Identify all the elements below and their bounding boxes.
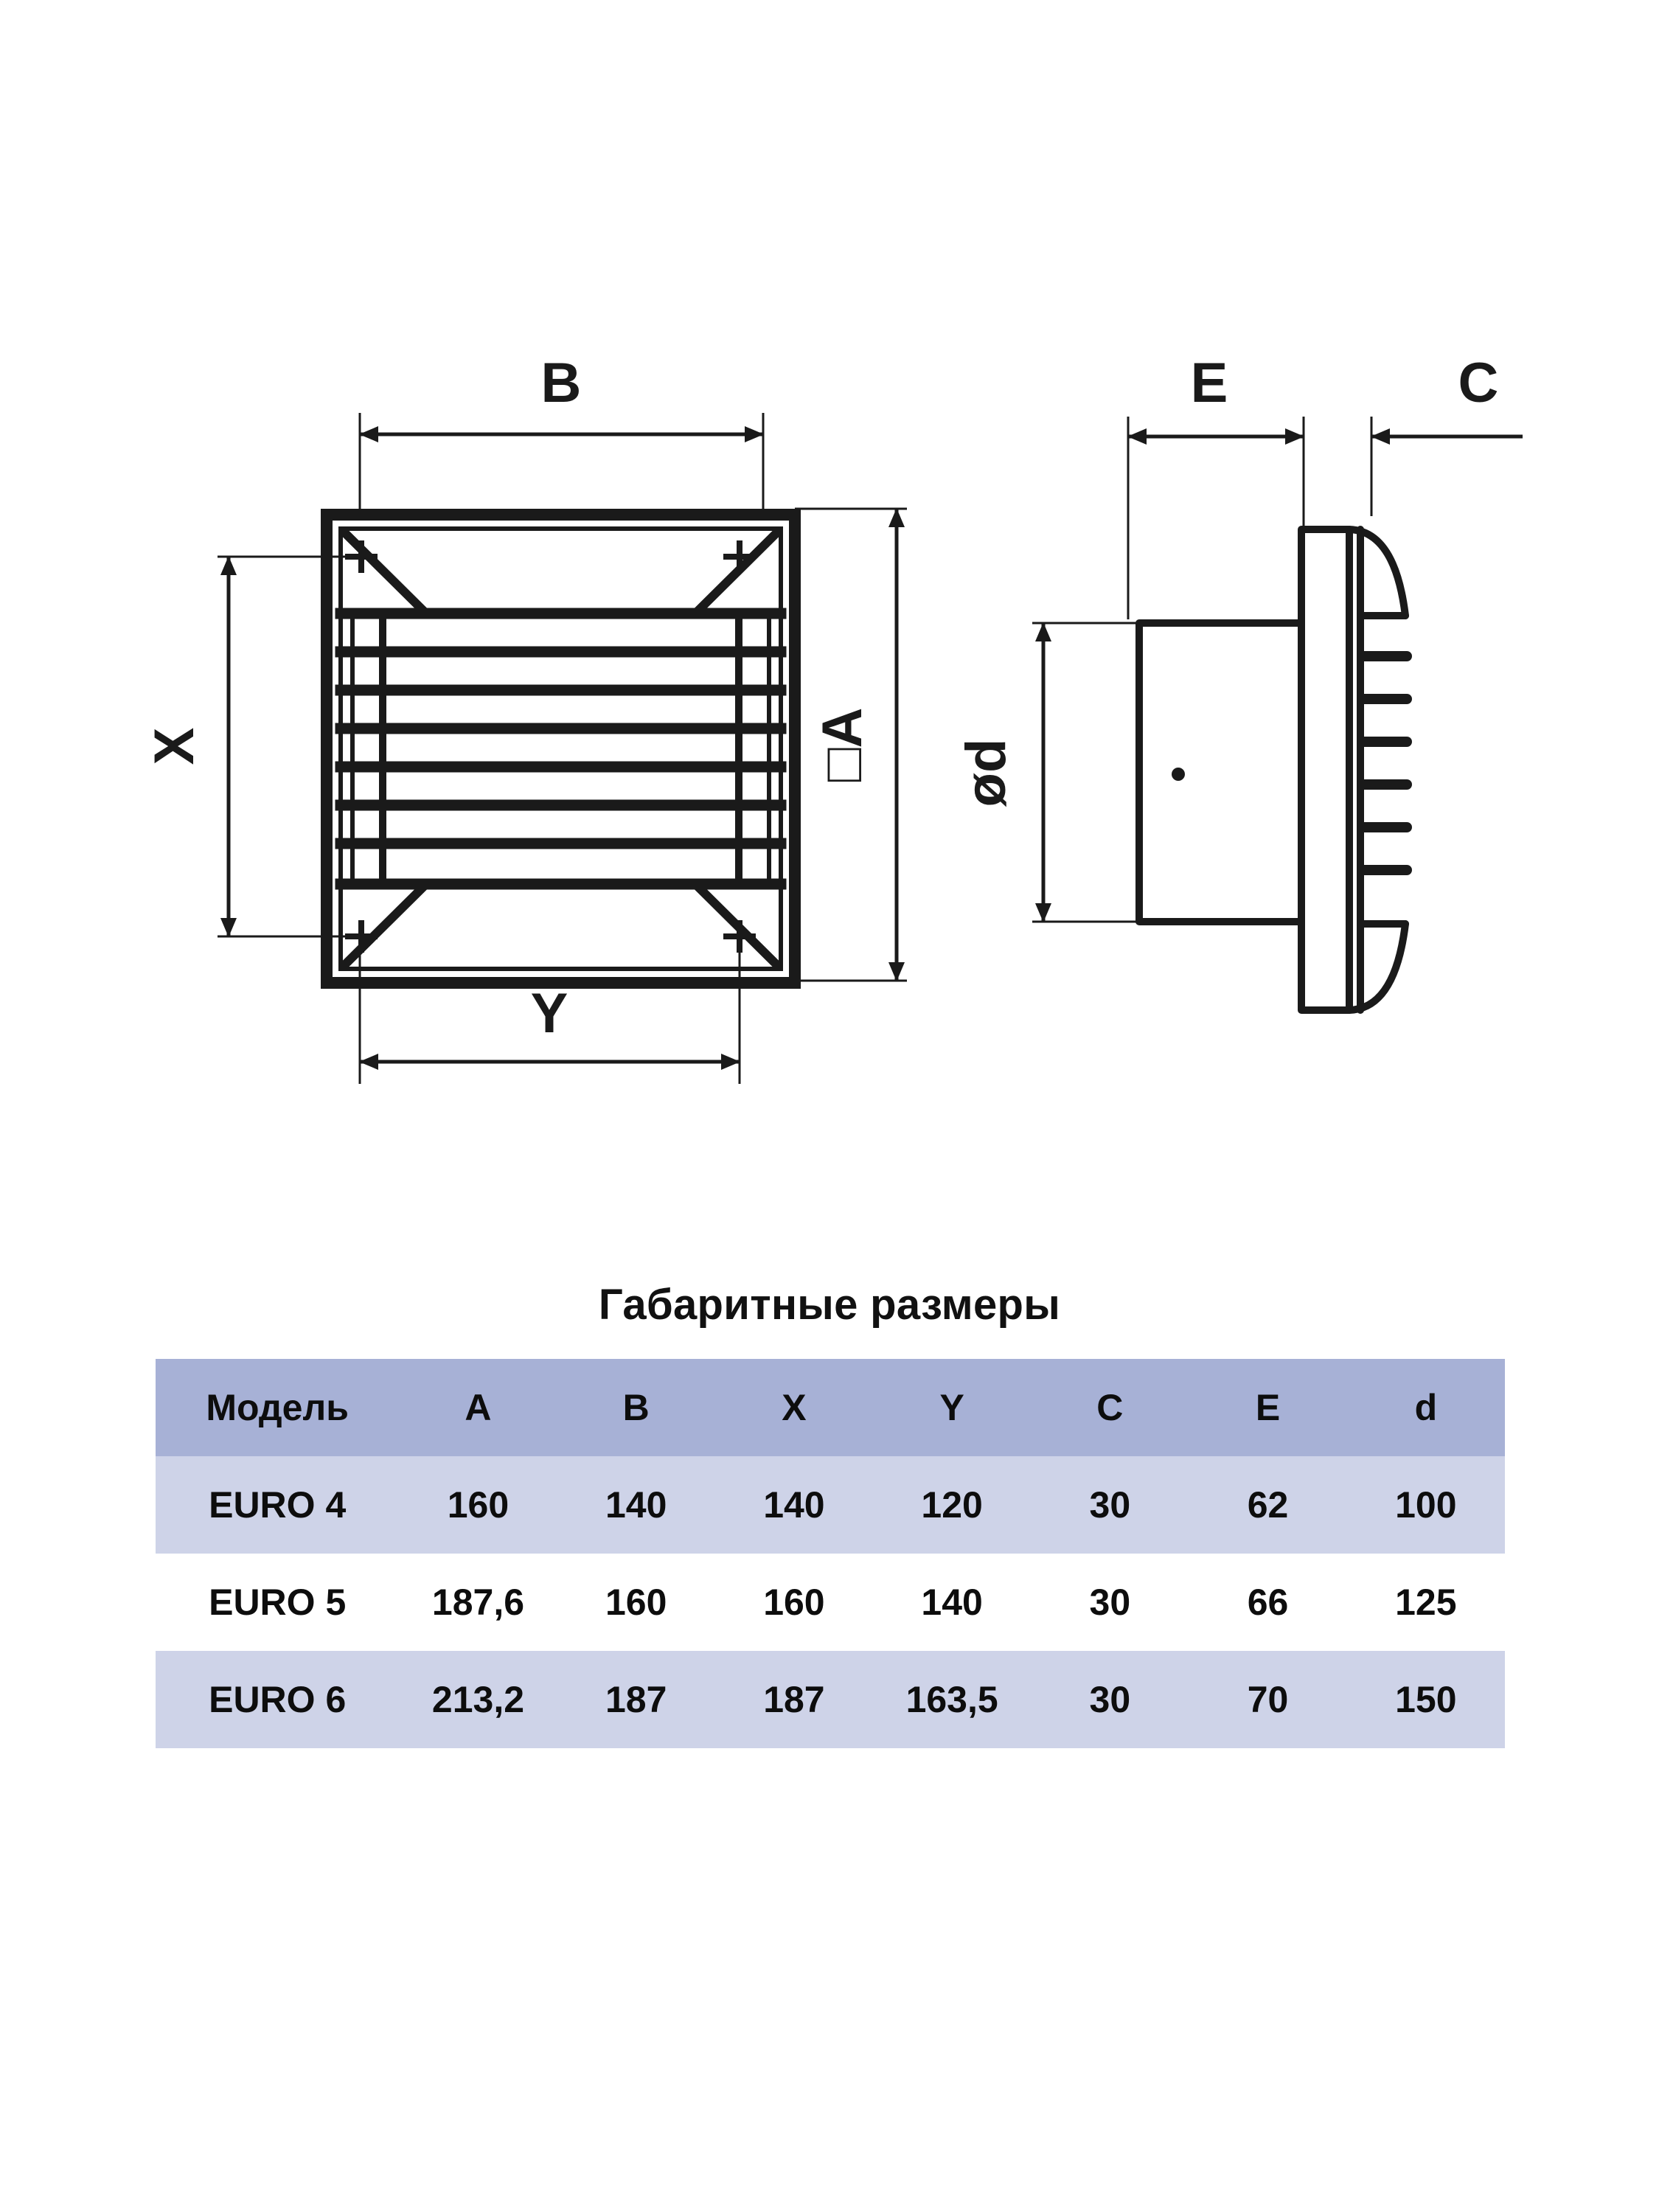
cell-d: 100: [1395, 1484, 1457, 1526]
cell-x: 187: [763, 1679, 825, 1720]
cell-a: 213,2: [431, 1679, 525, 1720]
table-row: EURO 4 160 140 140 120 30 62 100: [156, 1456, 1505, 1554]
table-body: EURO 4 160 140 140 120 30 62 100 EURO 5 …: [156, 1456, 1505, 1748]
dimension-e-label: E: [1191, 352, 1228, 414]
corner-braces: [341, 529, 781, 969]
column-header-d: d: [1414, 1387, 1438, 1428]
cell-c: 30: [1089, 1582, 1131, 1623]
cell-a: 187,6: [431, 1582, 525, 1623]
faceplate-bottom-cap: [1346, 920, 1409, 1014]
column-header-a: A: [465, 1387, 492, 1428]
side-view-group: E C: [955, 352, 1523, 1014]
dimension-d-label: ød: [955, 739, 1018, 807]
cell-model: EURO 6: [209, 1679, 347, 1720]
drawing-canvas: B: [143, 352, 1523, 1084]
dimension-a-label: □A: [811, 708, 874, 782]
duct-body: [1135, 619, 1309, 925]
column-header-model: Модель: [206, 1387, 349, 1428]
column-header-y: Y: [939, 1387, 964, 1428]
dimension-b: B: [359, 352, 764, 442]
cell-x: 140: [763, 1484, 825, 1526]
column-header-e: E: [1255, 1387, 1281, 1428]
grille-frame: [321, 509, 801, 989]
dimension-e: E: [1127, 352, 1304, 445]
faceplate-plate: [1298, 526, 1353, 1014]
dimension-y-label: Y: [531, 982, 568, 1045]
dimension-b-label: B: [541, 352, 582, 414]
cell-c: 30: [1089, 1484, 1131, 1526]
cell-model: EURO 5: [209, 1582, 347, 1623]
cell-d: 125: [1395, 1582, 1457, 1623]
table-row: EURO 6 213,2 187 187 163,5 30 70 150: [156, 1651, 1505, 1748]
cell-x: 160: [763, 1582, 825, 1623]
dimension-y: Y: [359, 982, 740, 1070]
cell-e: 70: [1247, 1679, 1289, 1720]
front-view-group: B: [143, 352, 907, 1084]
cell-y: 140: [921, 1582, 983, 1623]
cell-a: 160: [447, 1484, 509, 1526]
table-row: EURO 5 187,6 160 160 140 30 66 125: [156, 1554, 1505, 1651]
technical-drawing: B: [143, 352, 1523, 1084]
faceplate-top-cap: [1346, 526, 1409, 619]
grille-inner-rect: [338, 526, 783, 971]
dimensions-table: Модель A B X Y C E d EURO 4 160 140 140 …: [156, 1359, 1505, 1748]
faceplate-louver-teeth: [1357, 651, 1412, 875]
table-title: Габаритные размеры: [598, 1281, 1061, 1329]
cell-b: 187: [605, 1679, 667, 1720]
table-header: Модель A B X Y C E d: [156, 1359, 1505, 1456]
cell-c: 30: [1089, 1679, 1131, 1720]
dimension-c: C: [1371, 352, 1523, 445]
cell-e: 62: [1247, 1484, 1289, 1526]
dimension-c-label: C: [1458, 352, 1499, 414]
mounting-cross-marks: [345, 540, 756, 953]
column-header-b: B: [622, 1387, 650, 1428]
dimension-x: X: [143, 556, 237, 937]
duct-body-outline: [1135, 619, 1309, 925]
cell-y: 120: [921, 1484, 983, 1526]
dimension-a: □A: [811, 508, 905, 981]
table-header-row: Модель A B X Y C E d: [156, 1359, 1505, 1456]
cell-y: 163,5: [905, 1679, 998, 1720]
column-header-c: C: [1096, 1387, 1124, 1428]
dimension-d: ød: [955, 622, 1051, 922]
cell-b: 140: [605, 1484, 667, 1526]
cell-b: 160: [605, 1582, 667, 1623]
cell-d: 150: [1395, 1679, 1457, 1720]
grille-outer-rect: [321, 509, 801, 989]
duct-centre-dot: [1172, 768, 1185, 781]
column-header-x: X: [782, 1387, 807, 1428]
cell-model: EURO 4: [209, 1484, 347, 1526]
louver-slats: [335, 608, 787, 890]
faceplate-body: [1298, 526, 1412, 1014]
dimension-table-section: Габаритные размеры Модель A B X Y C E d …: [0, 1253, 1659, 1748]
dimension-x-label: X: [143, 727, 206, 765]
cell-e: 66: [1247, 1582, 1289, 1623]
